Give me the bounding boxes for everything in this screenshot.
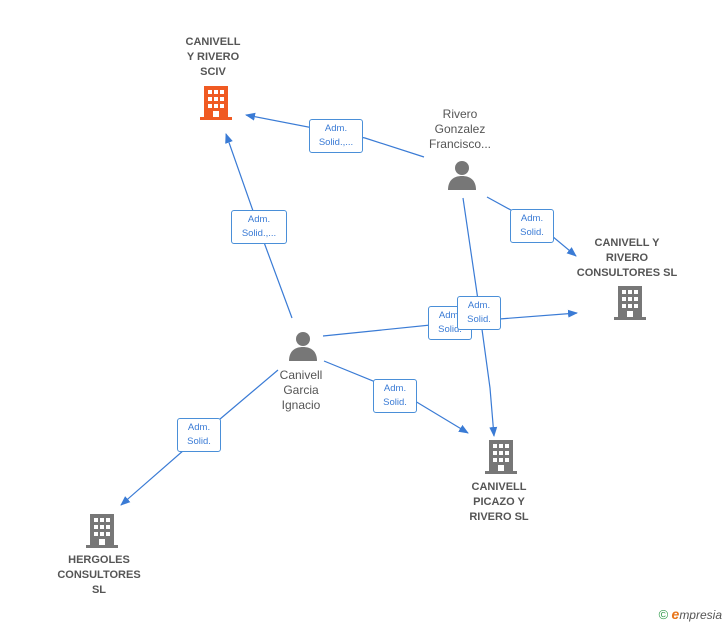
edge-label[interactable]: Adm. Solid. — [373, 379, 417, 413]
company-name-line: CANIVELL — [471, 481, 527, 493]
company-name-line: HERGOLES — [68, 554, 130, 566]
person-icon[interactable] — [447, 160, 477, 190]
edge-label-line: Adm. — [324, 123, 348, 134]
edge-label-line: Adm. — [520, 213, 544, 224]
company-name-line: SCIV — [200, 66, 226, 78]
edge-label-line: Adm. — [383, 383, 407, 394]
edge-label-line: Solid.,... — [241, 228, 277, 239]
building-icon[interactable] — [614, 286, 646, 320]
person-name-line: Rivero — [442, 107, 478, 121]
edge-line — [462, 197, 498, 437]
edge-label[interactable]: Adm. Solid. — [177, 418, 221, 452]
edge-label-line: Adm. — [438, 310, 462, 321]
edge-label-line: Solid. — [467, 314, 491, 325]
person-name-line: Garcia — [283, 383, 319, 397]
edge-label[interactable]: Adm. Solid.,... — [231, 210, 287, 244]
person-name-line: Francisco... — [428, 137, 491, 151]
edge-label-line: Solid. — [383, 397, 407, 408]
person-name-line: Canivell — [279, 368, 323, 382]
edge-label-line: Solid.,... — [318, 137, 354, 148]
edge-label-line: Adm. — [467, 300, 491, 311]
person-name-line: Ignacio — [281, 398, 321, 412]
edge-label-line: Solid. — [520, 227, 544, 238]
person-node-label[interactable]: Rivero Gonzalez Francisco... — [410, 107, 510, 152]
edge-label-line: Solid. — [438, 324, 462, 335]
company-name-line: CANIVELL Y — [594, 237, 660, 249]
edge-label-line: Adm. — [187, 422, 211, 433]
company-name-line: RIVERO — [605, 252, 649, 264]
building-icon[interactable] — [86, 514, 118, 548]
person-icon[interactable] — [288, 331, 318, 361]
brand-logo-letter: e — [671, 606, 680, 622]
company-name-line: PICAZO Y — [473, 496, 525, 508]
company-name-line: SL — [91, 584, 107, 596]
company-name-line: CANIVELL — [185, 36, 241, 48]
brand-name: mpresia — [679, 608, 722, 622]
edge-line — [245, 112, 425, 158]
person-name-line: Gonzalez — [434, 122, 486, 136]
company-name-line: Y RIVERO — [186, 51, 240, 63]
person-node-label[interactable]: Canivell Garcia Ignacio — [251, 368, 351, 413]
building-icon[interactable] — [200, 86, 232, 120]
company-name-line: CONSULTORES — [57, 569, 141, 581]
company-node-label[interactable]: CANIVELL Y RIVERO CONSULTORES SL — [567, 236, 687, 281]
edge-label-line: Solid. — [187, 436, 211, 447]
company-node-label[interactable]: HERGOLES CONSULTORES SL — [44, 553, 154, 598]
company-node-label[interactable]: CANIVELL Y RIVERO SCIV — [163, 35, 263, 80]
company-name-line: CONSULTORES SL — [576, 267, 678, 279]
edge-label[interactable]: Adm. Solid.,... — [309, 119, 363, 153]
edge-label[interactable]: Adm. Solid. — [510, 209, 554, 243]
edge-label-line: Adm. — [247, 214, 271, 225]
edge-label[interactable]: Adm. Solid. — [457, 296, 501, 330]
company-node-label[interactable]: CANIVELL PICAZO Y RIVERO SL — [449, 480, 549, 525]
building-icon[interactable] — [485, 440, 517, 474]
edge-line — [225, 133, 293, 319]
footer-brand[interactable]: © empresia — [659, 606, 722, 622]
company-name-line: RIVERO SL — [469, 511, 529, 523]
copyright-symbol: © — [658, 607, 669, 622]
